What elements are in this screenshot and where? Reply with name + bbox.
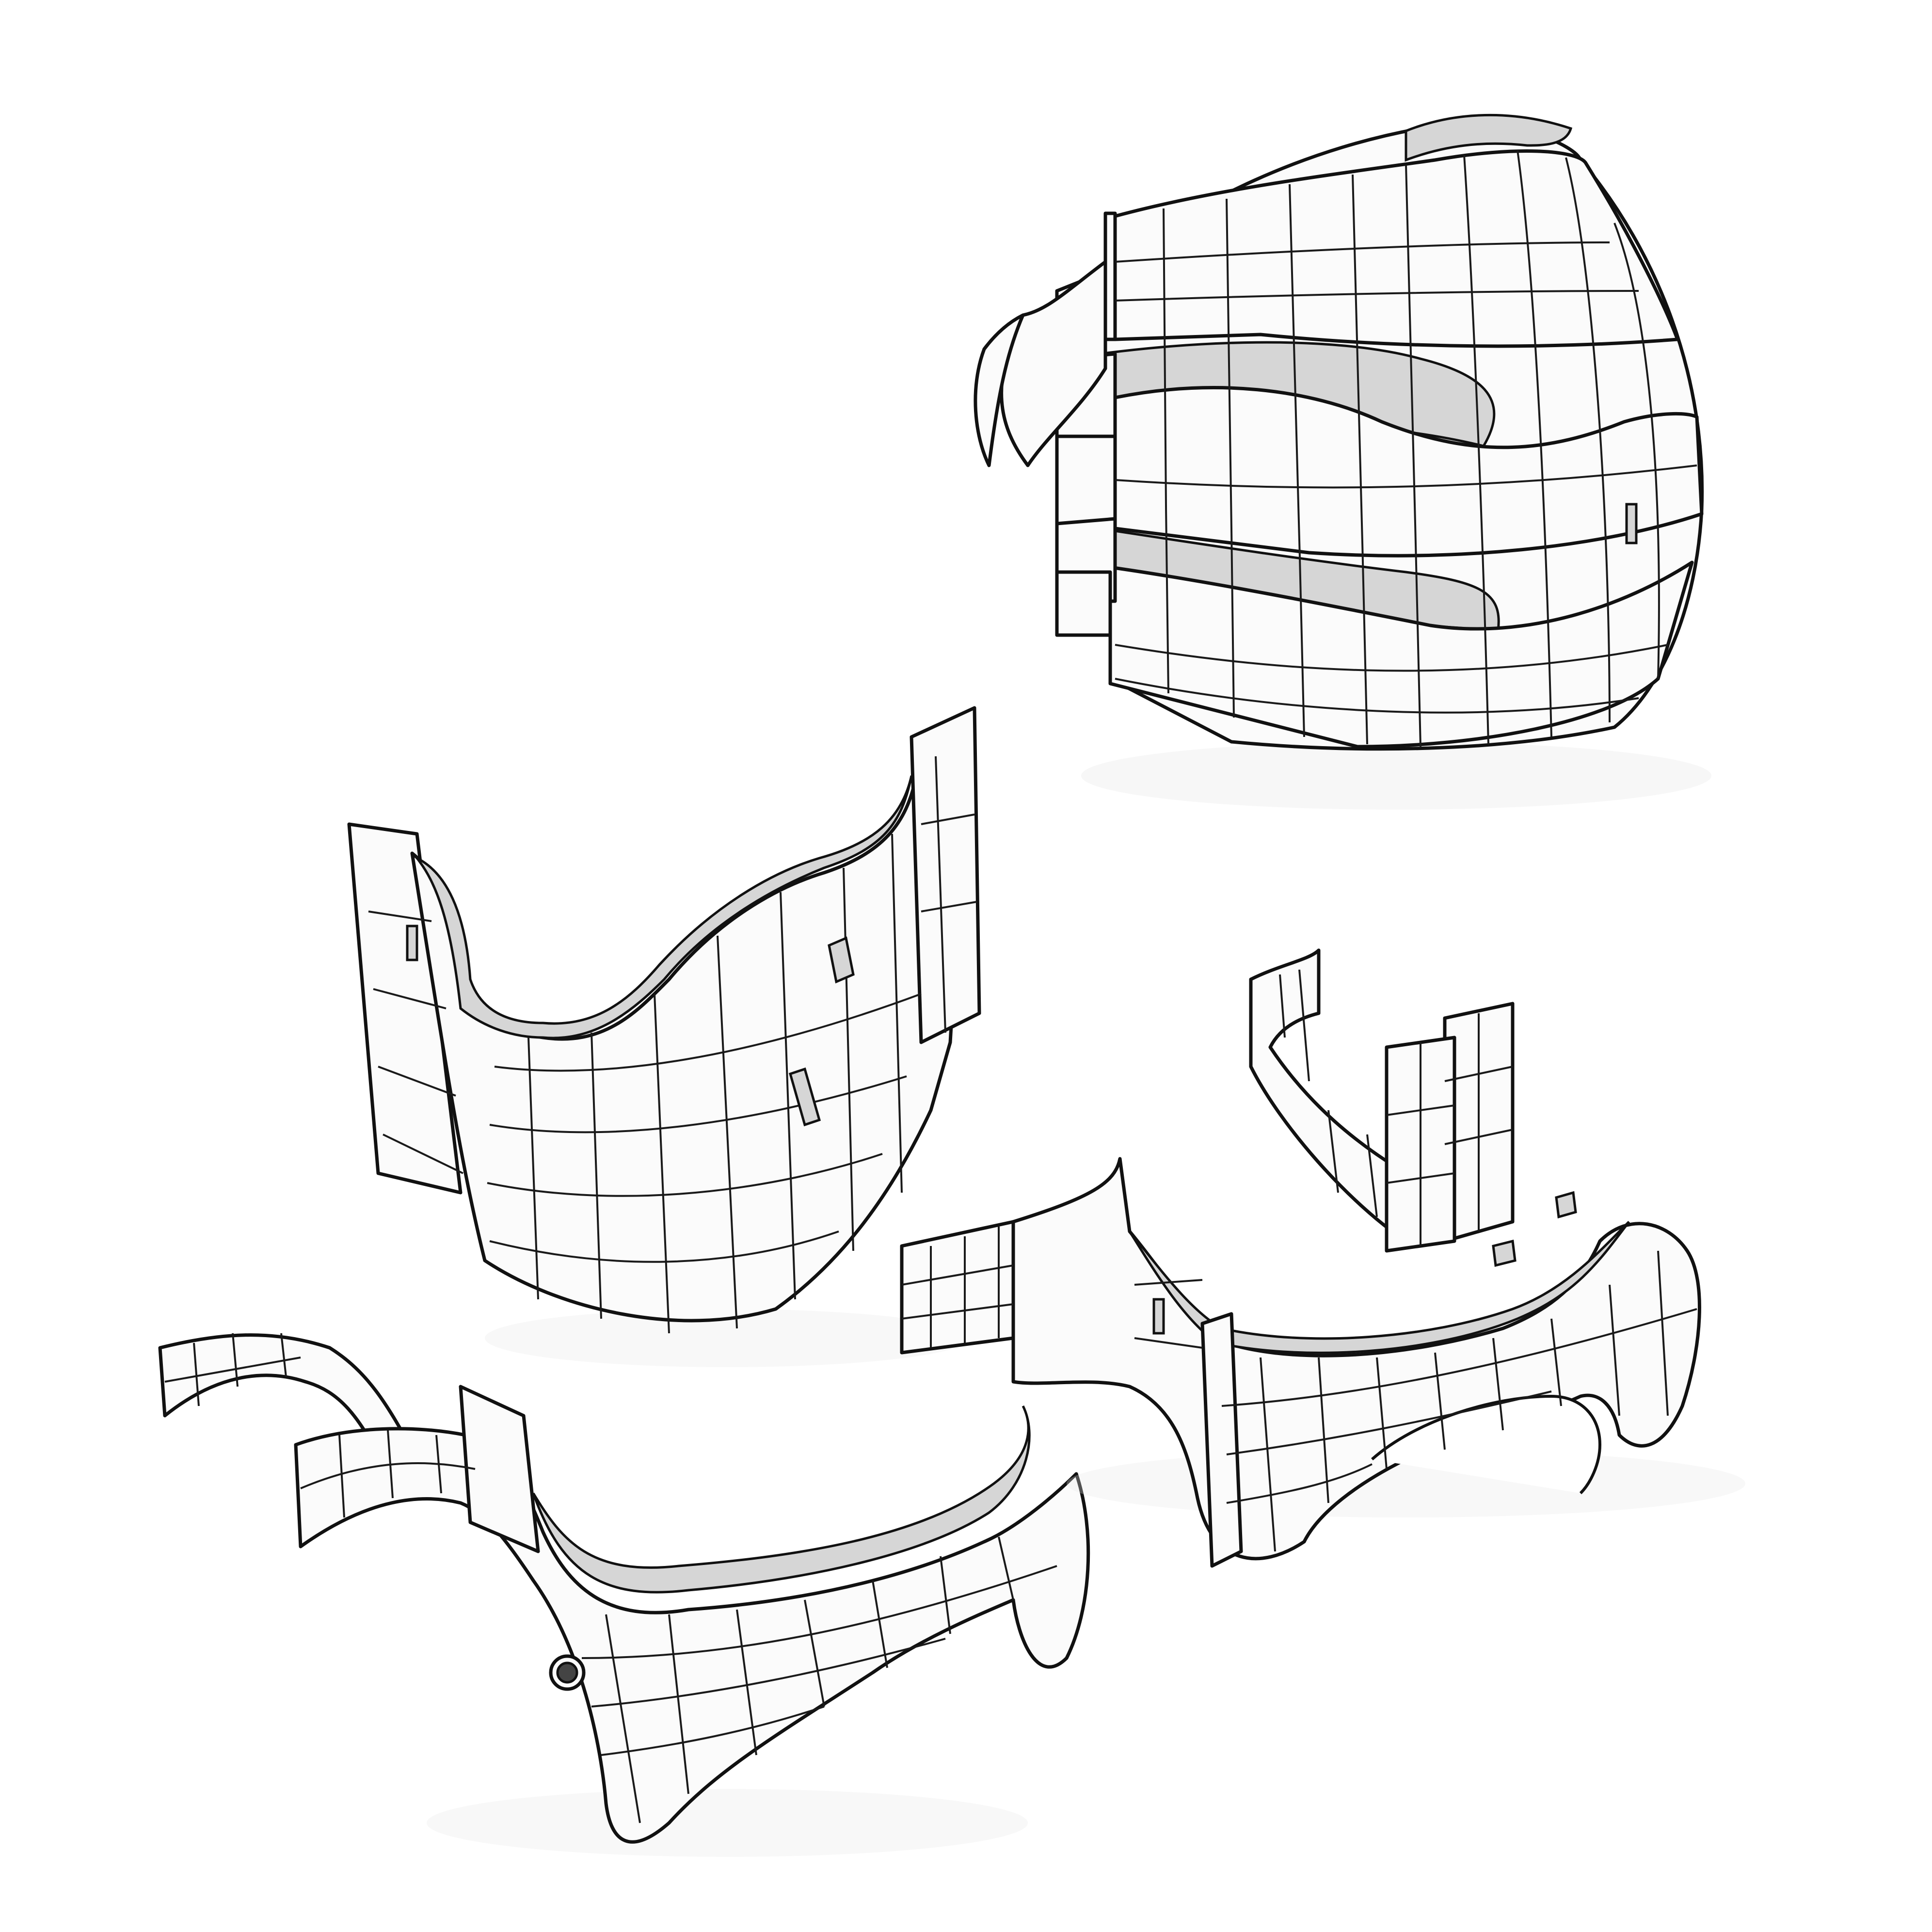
shell-left-tab-3	[1055, 570, 1112, 637]
shell-left-fin-edge	[974, 313, 1025, 467]
left-ring-inner-wall	[532, 1405, 1031, 1594]
shell-upper-panel	[1106, 149, 1679, 348]
band-left-panel	[347, 822, 463, 1195]
shell-middle-panel	[1113, 386, 1704, 558]
band-grid	[368, 756, 977, 1334]
lower-left-ring	[158, 1333, 1090, 1857]
band-right-panel	[910, 706, 981, 1044]
right-ring-left-panel	[900, 1220, 1015, 1355]
band-window-2	[828, 936, 855, 984]
right-ring-back-strip	[1249, 948, 1408, 1243]
left-ring-front-strip	[294, 1427, 1090, 1844]
shell-window	[1625, 503, 1638, 544]
right-ring-grid	[901, 969, 1697, 1552]
right-ring-arch	[1371, 1394, 1602, 1495]
left-ring-fin	[459, 1385, 540, 1553]
band-shadow	[485, 1309, 970, 1367]
left-ring-shadow	[427, 1789, 1028, 1857]
shell-grid	[1115, 150, 1697, 747]
middle-band-shell	[347, 706, 981, 1367]
band-window-1	[406, 925, 418, 961]
assembled-shell	[974, 113, 1711, 810]
right-ring-window-2	[1492, 1239, 1517, 1267]
left-ring-port-inner	[556, 1661, 578, 1684]
shell-top-opening	[1405, 113, 1573, 162]
left-ring-grid	[164, 1333, 1057, 1823]
right-ring-window-3	[1152, 1298, 1165, 1335]
shell-shadow	[1081, 742, 1711, 810]
right-ring-window-1	[1555, 1191, 1577, 1219]
band-window-3	[788, 1067, 821, 1127]
lower-right-ring	[900, 948, 1745, 1568]
